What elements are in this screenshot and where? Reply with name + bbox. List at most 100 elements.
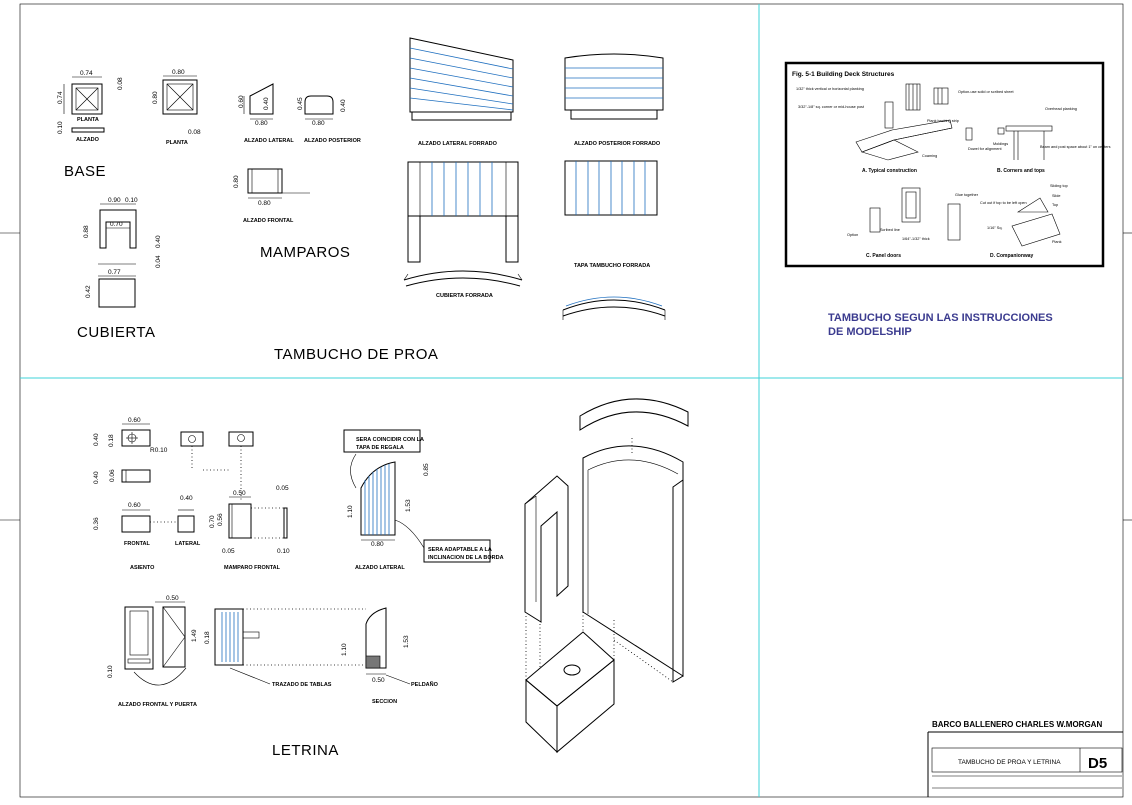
subfigure-label: D. Companionway <box>990 253 1034 259</box>
view-label: PLANTA <box>77 117 99 123</box>
sheet-border <box>19 3 1124 798</box>
dim-label: 0.05 <box>276 485 289 492</box>
dim-label: 0.74 <box>80 70 93 77</box>
dim-label: R0.10 <box>150 447 168 454</box>
view-label: ALZADO FRONTAL Y PUERTA <box>118 702 197 708</box>
callout: Plank <box>1052 240 1062 244</box>
base-title: BASE <box>64 163 106 180</box>
dim-label: 0.40 <box>155 235 162 248</box>
annotation: TRAZADO DE TABLAS <box>272 682 332 688</box>
dim-label: 0.50 <box>372 677 385 684</box>
dim-label: 0.06 <box>109 469 116 482</box>
annotation: TAPA DE REGALA <box>356 445 404 451</box>
dim-label: 0.04 <box>155 255 162 268</box>
sheet-code: D5 <box>1088 755 1107 772</box>
dim-label: 0.70 <box>209 515 216 528</box>
dim-label: 1.53 <box>405 499 412 512</box>
callout: 1/32" thick vertical or horizontal plank… <box>796 87 864 91</box>
view-label: ALZADO LATERAL FORRADO <box>418 141 498 147</box>
dim-label: 0.80 <box>255 120 268 127</box>
sheet-title: TAMBUCHO DE PROA Y LETRINA <box>958 759 1061 766</box>
dim-label: 0.80 <box>371 541 384 548</box>
dim-label: 0.80 <box>233 175 240 188</box>
dim-label: 0.40 <box>93 433 100 446</box>
callout: 3/32"-1/8" sq. corner or mid-house post <box>798 105 865 109</box>
cubierta-drawings: 0.90 0.10 0.70 0.88 0.40 0.04 0.77 0.42 … <box>77 197 162 341</box>
dim-label: 0.10 <box>277 548 290 555</box>
callout: Coaming <box>922 154 937 158</box>
view-label: SECCION <box>372 699 397 705</box>
figure-title: Fig. 5-1 Building Deck Structures <box>792 71 895 78</box>
callout: Option-use solid or scribed sheet <box>958 90 1014 94</box>
mamparos-title: MAMPAROS <box>260 244 350 261</box>
dim-label: 0.60 <box>238 95 245 108</box>
dim-label: 0.74 <box>57 91 64 104</box>
project-name: BARCO BALLENERO CHARLES W.MORGAN <box>932 720 1102 729</box>
dim-label: 0.85 <box>423 463 430 476</box>
callout: Moldings <box>993 142 1008 146</box>
view-label: ALZADO POSTERIOR <box>304 138 361 144</box>
dim-label: 0.77 <box>108 269 121 276</box>
dim-label: 0.42 <box>85 285 92 298</box>
view-label: CUBIERTA FORRADA <box>436 293 493 299</box>
dim-label: 0.10 <box>107 665 114 678</box>
dim-label: 0.60 <box>128 417 141 424</box>
tambucho-section-title: TAMBUCHO DE PROA <box>274 346 438 363</box>
dim-label: 0.50 <box>233 490 246 497</box>
dim-label: 0.36 <box>93 517 100 530</box>
annotation: INCLINACION DE LA BORDA <box>428 555 504 561</box>
letrina-drawings: 0.60 0.40 0.18 R0.10 0.40 0.06 0.60 0.36… <box>93 417 504 759</box>
dim-label: 1.10 <box>347 505 354 518</box>
dim-label: 0.08 <box>188 129 201 136</box>
subfigure-label: B. Corners and tops <box>997 168 1045 174</box>
dim-label: 0.80 <box>312 120 325 127</box>
dim-label: 1.10 <box>341 643 348 656</box>
dim-label: 0.90 <box>108 197 121 204</box>
dim-label: 0.40 <box>340 99 347 112</box>
dim-label: 0.60 <box>128 502 141 509</box>
dim-label: 0.88 <box>83 225 90 238</box>
callout: Dowel for alignment <box>968 147 1002 151</box>
annotation: SERA ADAPTABLE A LA <box>428 547 492 553</box>
callout: Slide <box>1052 194 1060 198</box>
callout: 1/16" Sq. <box>987 226 1003 230</box>
callout: Top <box>1052 203 1058 207</box>
forrado-drawings: ALZADO LATERAL FORRADO ALZADO POSTERIOR … <box>274 37 666 363</box>
reference-note: DE MODELSHIP <box>828 326 912 338</box>
dim-label: 0.80 <box>152 91 159 104</box>
base-drawings: 0.74 0.74 0.08 PLANTA 0.10 ALZADO 0.80 0… <box>57 69 201 180</box>
dim-label: 0.05 <box>222 548 235 555</box>
callout: Option <box>847 233 858 237</box>
title-block: BARCO BALLENERO CHARLES W.MORGAN TAMBUCH… <box>927 720 1123 797</box>
dim-label: 0.18 <box>108 434 115 447</box>
callout: Cut out if top to be left open <box>980 201 1027 205</box>
dim-label: 0.80 <box>172 69 185 76</box>
annotation: PELDAÑO <box>411 681 439 688</box>
dim-label: 1.49 <box>191 629 198 642</box>
view-label: ALZADO LATERAL <box>244 138 294 144</box>
dim-label: 0.70 <box>110 221 123 228</box>
view-label: TAPA TAMBUCHO FORRADA <box>574 263 650 269</box>
dim-label: 0.40 <box>263 97 270 110</box>
callout: Beam and post space about 1" on centers <box>1040 145 1111 149</box>
letrina-section-title: LETRINA <box>272 742 339 759</box>
dim-label: 0.80 <box>258 200 271 207</box>
view-label: ALZADO POSTERIOR FORRADO <box>574 141 661 147</box>
view-label: LATERAL <box>175 541 201 547</box>
dim-label: 0.08 <box>117 77 124 90</box>
view-label: ASIENTO <box>130 565 155 571</box>
dim-label: 0.10 <box>125 197 138 204</box>
view-label: ALZADO LATERAL <box>355 565 405 571</box>
cubierta-title: CUBIERTA <box>77 324 155 341</box>
dim-label: 0.45 <box>297 97 304 110</box>
dim-label: 0.40 <box>93 471 100 484</box>
letrina-isometric-view <box>524 398 689 754</box>
dim-label: 0.10 <box>57 121 64 134</box>
modelship-reference-figure: Fig. 5-1 Building Deck Structures 1/32" … <box>784 61 1111 338</box>
dim-label: 0.56 <box>217 513 224 526</box>
view-label: PLANTA <box>166 140 188 146</box>
dim-label: 0.18 <box>204 631 211 644</box>
callout: Sliding top <box>1050 184 1068 188</box>
callout: Overhead planking <box>1045 107 1077 111</box>
